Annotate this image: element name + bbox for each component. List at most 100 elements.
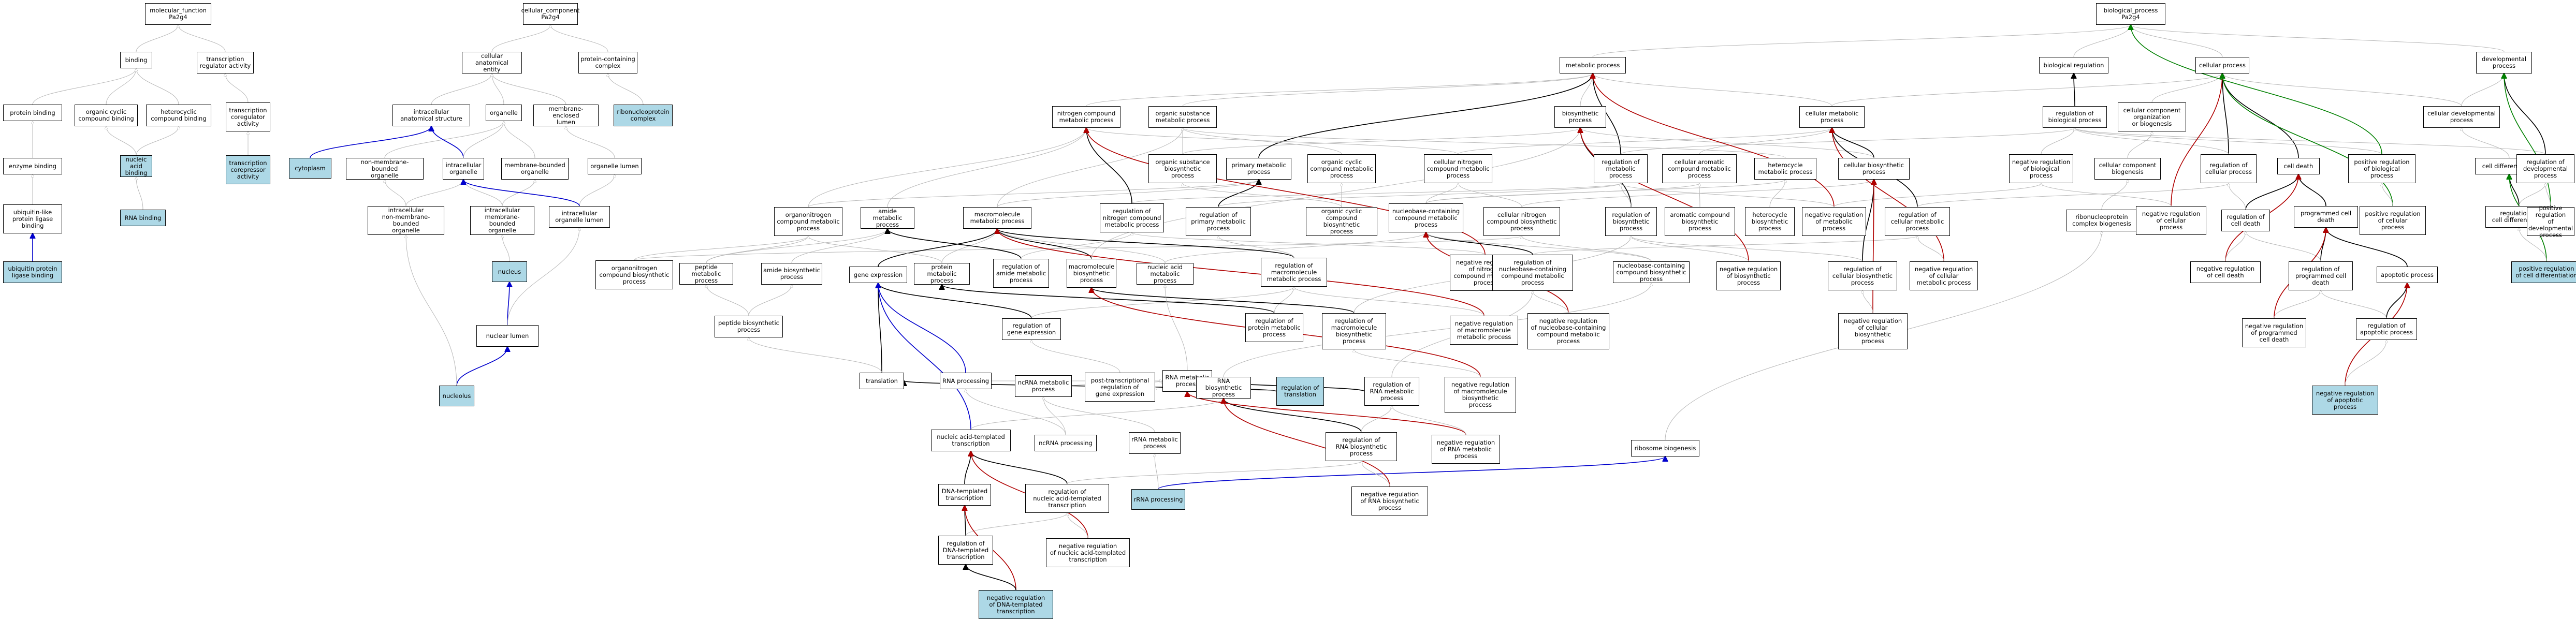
go-node-ccbiogen[interactable]: cellular component biogenesis	[2094, 158, 2161, 180]
go-node-protbind[interactable]: protein binding	[3, 105, 62, 121]
go-node-trcorep[interactable]: transcription corepressor activity	[226, 155, 270, 184]
go-node-regpcd[interactable]: regulation of programmed cell death	[2289, 261, 2353, 290]
go-node-dtt[interactable]: DNA-templated transcription	[938, 484, 991, 506]
go-node-macromet[interactable]: macromolecule metabolic process	[963, 207, 1031, 229]
go-node-celldeath[interactable]: cell death	[2277, 158, 2320, 174]
go-node-regprotmet[interactable]: regulation of protein metabolic process	[1245, 313, 1303, 342]
go-node-intorg[interactable]: intracellular organelle	[443, 158, 484, 180]
go-node-apoptosis[interactable]: apoptotic process	[2377, 267, 2438, 283]
go-node-hetcycbio[interactable]: heterocycle biosynthetic process	[1745, 207, 1795, 236]
go-node-regnatt[interactable]: regulation of nucleic acid-templated tra…	[1025, 484, 1109, 513]
go-node-negregnatt[interactable]: negative regulation of nucleic acid-temp…	[1046, 538, 1130, 567]
go-node-regcelldeath[interactable]: regulation of cell death	[2221, 210, 2270, 231]
go-node-rnpbiogen[interactable]: ribonucleoprotein complex biogenesis	[2066, 210, 2137, 231]
go-node-cae[interactable]: cellular anatomical entity	[462, 52, 522, 73]
go-node-regge[interactable]: regulation of gene expression	[1002, 318, 1061, 340]
go-node-rnabio[interactable]: RNA biosynthetic process	[1196, 377, 1251, 399]
go-node-nucleus[interactable]: nucleus	[492, 261, 527, 282]
go-node-devproc[interactable]: developmental process	[2476, 52, 2532, 73]
go-node-orgcyc[interactable]: organic cyclic compound binding	[75, 105, 138, 126]
go-node-regapop[interactable]: regulation of apoptotic process	[2356, 318, 2417, 340]
go-node-orgcycbio[interactable]: organic cyclic compound biosynthetic pro…	[1306, 207, 1377, 236]
go-node-regbioproc[interactable]: regulation of biological process	[2043, 106, 2107, 128]
go-node-cellnitbio[interactable]: cellular nitrogen compound biosynthetic …	[1483, 207, 1560, 236]
go-node-negregdtt[interactable]: negative regulation of DNA-templated tra…	[979, 590, 1053, 619]
go-node-negregmacrobio[interactable]: negative regulation of macromolecule bio…	[1445, 377, 1516, 413]
go-node-negregapop[interactable]: negative regulation of apoptotic process	[2312, 386, 2378, 415]
go-node-bioreg[interactable]: biological regulation	[2039, 57, 2108, 73]
go-node-nametproc[interactable]: nucleic acid metabolic process	[1137, 263, 1194, 285]
go-node-negregcellbio[interactable]: negative regulation of cellular biosynth…	[1838, 313, 1908, 349]
go-node-negregbio[interactable]: negative regulation of biological proces…	[2009, 154, 2073, 183]
go-node-hetcycmet[interactable]: heterocycle metabolic process	[1754, 158, 1816, 180]
go-node-nabind[interactable]: nucleic acid binding	[120, 155, 152, 177]
go-node-pcc[interactable]: protein-containing complex	[578, 52, 637, 73]
go-node-cellproc[interactable]: cellular process	[2195, 57, 2249, 73]
go-node-negregmacromet[interactable]: negative regulation of macromolecule met…	[1450, 316, 1518, 345]
go-node-amidemet[interactable]: amide metabolic process	[861, 207, 914, 229]
go-node-organelle[interactable]: organelle	[486, 105, 522, 121]
go-node-negregrnamet[interactable]: negative regulation of RNA metabolic pro…	[1432, 435, 1500, 464]
go-node-regtransl[interactable]: regulation of translation	[1276, 377, 1324, 406]
go-node-negregrnabio[interactable]: negative regulation of RNA biosynthetic …	[1351, 487, 1428, 515]
go-node-translation[interactable]: translation	[860, 373, 904, 389]
go-node-mel[interactable]: membrane-enclosed lumen	[533, 105, 599, 126]
go-node-nuclumen[interactable]: nuclear lumen	[476, 325, 539, 347]
go-node-cellarommet[interactable]: cellular aromatic compound metabolic pro…	[1662, 154, 1737, 183]
go-node-negregcelldeath[interactable]: negative regulation of cell death	[2190, 261, 2261, 283]
go-node-binding[interactable]: binding	[120, 52, 152, 68]
go-node-posregbio[interactable]: positive regulation of biological proces…	[2348, 154, 2415, 183]
go-node-nmbo[interactable]: non-membrane-bounded organelle	[346, 158, 424, 180]
go-node-primmet[interactable]: primary metabolic process	[1226, 158, 1291, 180]
go-node-orgsub[interactable]: organic substance metabolic process	[1148, 106, 1217, 128]
go-node-orglumen[interactable]: organelle lumen	[588, 158, 642, 174]
go-node-iol[interactable]: intracellular organelle lumen	[549, 206, 610, 228]
go-node-regrnamet[interactable]: regulation of RNA metabolic process	[1364, 377, 1419, 406]
go-node-regnbcmet[interactable]: regulation of nucleobase-containing comp…	[1492, 255, 1573, 291]
go-node-regrnabio[interactable]: regulation of RNA biosynthetic process	[1326, 432, 1397, 461]
go-node-orgsubbio[interactable]: organic substance biosynthetic process	[1148, 154, 1217, 183]
go-node-aromcbio[interactable]: aromatic compound biosynthetic process	[1665, 207, 1735, 236]
go-node-celldevproc[interactable]: cellular developmental process	[2423, 106, 2500, 128]
go-node-negregbiosyn[interactable]: negative regulation of biosynthetic proc…	[1716, 261, 1781, 290]
go-node-nbcbio[interactable]: nucleobase-containing compound biosynthe…	[1613, 261, 1690, 283]
go-node-regcellmet[interactable]: regulation of cellular metabolic process	[1885, 207, 1950, 236]
go-node-negregcell[interactable]: negative regulation of cellular process	[2136, 206, 2206, 235]
go-node-ias[interactable]: intracellular anatomical structure	[392, 105, 470, 126]
go-node-ribobiogen[interactable]: ribosome biogenesis	[1631, 440, 1699, 456]
go-node-regnitmet[interactable]: regulation of nitrogen compound metaboli…	[1100, 203, 1164, 232]
go-node-peptidebio[interactable]: peptide biosynthetic process	[715, 316, 783, 337]
go-node-orgnitbio[interactable]: organonitrogen compound biosynthetic pro…	[595, 260, 673, 289]
go-node-nucleolus[interactable]: nucleolus	[439, 386, 474, 406]
go-node-ncrnamet[interactable]: ncRNA metabolic process	[1015, 375, 1072, 397]
go-node-regdev[interactable]: regulation of developmental process	[2516, 154, 2574, 183]
go-node-regdtt[interactable]: regulation of DNA-templated transcriptio…	[938, 536, 993, 565]
go-node-trreg[interactable]: transcription regulator activity	[197, 52, 254, 73]
go-node-ublbind[interactable]: ubiquitin-like protein ligase binding	[3, 204, 62, 233]
go-node-negregmet[interactable]: negative regulation of metabolic process	[1802, 207, 1866, 236]
go-node-nitro[interactable]: nitrogen compound metabolic process	[1052, 106, 1120, 128]
go-node-metproc[interactable]: metabolic process	[1560, 57, 1626, 73]
go-node-ccob[interactable]: cellular component organization or bioge…	[2118, 102, 2186, 131]
go-node-cc[interactable]: cellular_component Pa2g4	[521, 3, 579, 25]
go-node-nbcmet[interactable]: nucleobase-containing compound metabolic…	[1389, 203, 1463, 232]
go-node-regprimmet[interactable]: regulation of primary metabolic process	[1186, 207, 1251, 236]
go-node-ptrge[interactable]: post-transcriptional regulation of gene …	[1085, 373, 1155, 402]
go-node-cytoplasm[interactable]: cytoplasm	[289, 158, 331, 179]
go-node-ncrnaproc[interactable]: ncRNA processing	[1035, 435, 1097, 451]
go-node-orgcycmet[interactable]: organic cyclic compound metabolic proces…	[1307, 154, 1376, 183]
go-node-trcoreg[interactable]: transcription coregulator activity	[226, 102, 270, 131]
go-node-negregpcd[interactable]: negative regulation of programmed cell d…	[2242, 318, 2306, 347]
go-node-rnaproc[interactable]: RNA processing	[940, 373, 992, 389]
go-node-regcellproc[interactable]: regulation of cellular process	[2201, 154, 2257, 183]
go-node-rnabind[interactable]: RNA binding	[120, 210, 166, 226]
go-node-biosyn[interactable]: biosynthetic process	[1554, 106, 1606, 128]
go-node-rnp[interactable]: ribonucleoprotein complex	[614, 105, 673, 126]
go-node-negregnbcmet[interactable]: negative regulation of nucleobase-contai…	[1527, 313, 1609, 349]
go-node-geneexpr[interactable]: gene expression	[849, 267, 907, 283]
go-node-rrnamet[interactable]: rRNA metabolic process	[1129, 432, 1181, 454]
go-node-mbo[interactable]: membrane-bounded organelle	[501, 158, 569, 180]
go-node-regbiosyn[interactable]: regulation of biosynthetic process	[1605, 207, 1657, 236]
go-node-amidebio[interactable]: amide biosynthetic process	[761, 263, 822, 285]
go-node-bp[interactable]: biological_process Pa2g4	[2096, 3, 2165, 25]
